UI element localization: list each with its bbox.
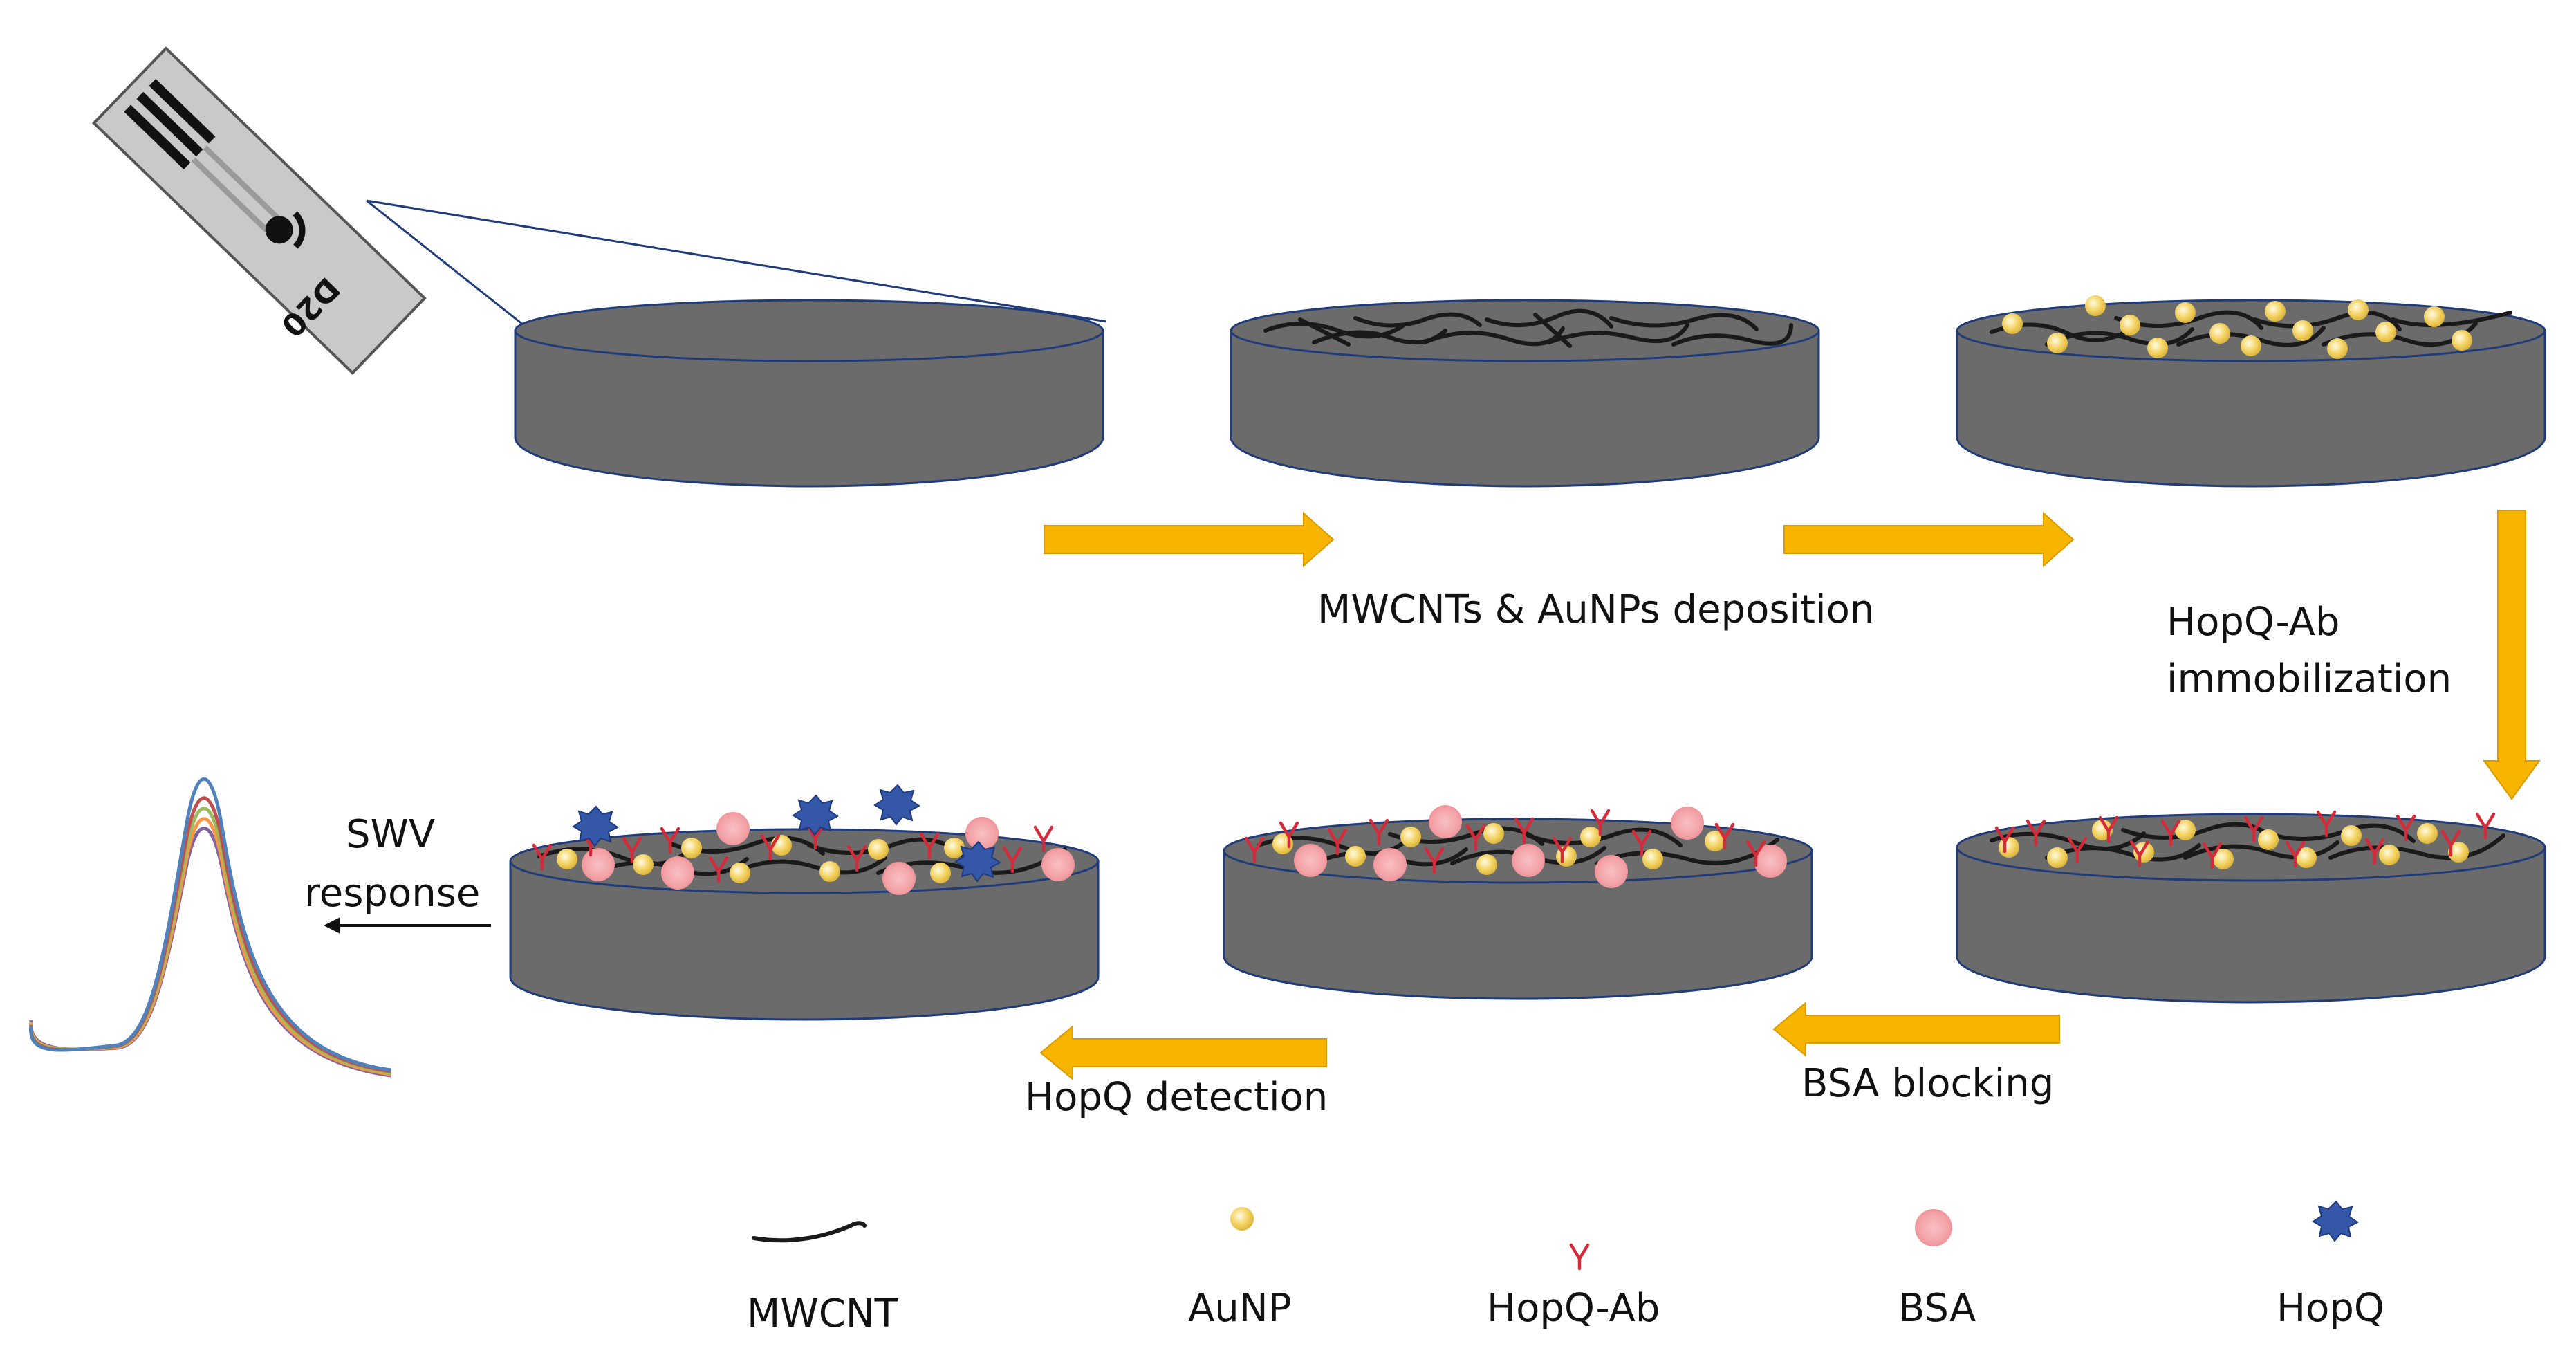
legend-label-hopq-ab: HopQ-Ab xyxy=(1487,1286,1660,1331)
legend-item-hopq: HopQ xyxy=(2277,1200,2384,1331)
aunp-icon xyxy=(1230,1207,1254,1231)
swv-curve-3 xyxy=(29,807,391,1075)
arrow-step-5 xyxy=(1039,1024,1327,1081)
arrow-step-4 xyxy=(1772,1001,2060,1058)
process-arrows xyxy=(1039,510,2541,1081)
electrode-disk-aunp xyxy=(1956,295,2546,488)
hopq-captured xyxy=(572,784,1001,883)
legend-label-mwcnt: MWCNT xyxy=(747,1291,899,1336)
swv-curve-5 xyxy=(29,777,391,1072)
electrode-disk-mwcnt xyxy=(1230,299,1820,488)
swv-response-plot xyxy=(29,777,391,1078)
working-electrode xyxy=(265,216,293,244)
readout-label-line2: response xyxy=(304,871,480,916)
legend-item-aunp: AuNP xyxy=(1188,1207,1291,1331)
legend-label-bsa: BSA xyxy=(1898,1286,1976,1331)
readout-label-line1: SWV xyxy=(346,812,435,857)
swv-curve-1 xyxy=(29,827,391,1078)
arrow-step-2 xyxy=(1783,511,2075,568)
legend: MWCNT AuNP HopQ-Ab BSA HopQ xyxy=(747,1200,2384,1336)
legend-item-bsa: BSA xyxy=(1898,1209,1976,1331)
legend-item-hopq-ab: HopQ-Ab xyxy=(1487,1245,1660,1331)
legend-label-hopq: HopQ xyxy=(2277,1286,2384,1331)
mwcnt-layer xyxy=(1263,308,1793,348)
hopq-ab-icon xyxy=(1571,1245,1588,1269)
mwcnt-icon xyxy=(752,1221,867,1243)
legend-label-aunp: AuNP xyxy=(1188,1286,1291,1331)
step-label-bsa-blocking: BSA blocking xyxy=(1801,1061,2054,1106)
electrode-disk-antibody xyxy=(1956,812,2546,1004)
arrow-step-3 xyxy=(2483,510,2541,800)
swv-curve-2 xyxy=(29,817,391,1076)
electrode-disk-bsa xyxy=(1223,805,1813,1000)
aunp-layer xyxy=(2002,295,2472,359)
legend-item-mwcnt: MWCNT xyxy=(747,1221,899,1336)
screen-printed-electrode: D20 xyxy=(91,46,1107,375)
step-label-immobilization-line2: immobilization xyxy=(2167,656,2452,701)
arrow-step-1 xyxy=(1044,511,1335,568)
step-label-immobilization-line1: HopQ-Ab xyxy=(2167,600,2339,645)
readout-arrow xyxy=(324,917,491,934)
step-label-hopq-detection: HopQ detection xyxy=(1025,1075,1328,1120)
swv-curve-4 xyxy=(29,796,391,1073)
electrode-disk-bare xyxy=(514,299,1104,488)
hopq-icon xyxy=(2312,1200,2359,1242)
bsa-icon xyxy=(1915,1209,1952,1246)
step-label-deposition: MWCNTs & AuNPs deposition xyxy=(1317,587,1874,632)
electrode-disk-hopq xyxy=(509,784,1100,1021)
